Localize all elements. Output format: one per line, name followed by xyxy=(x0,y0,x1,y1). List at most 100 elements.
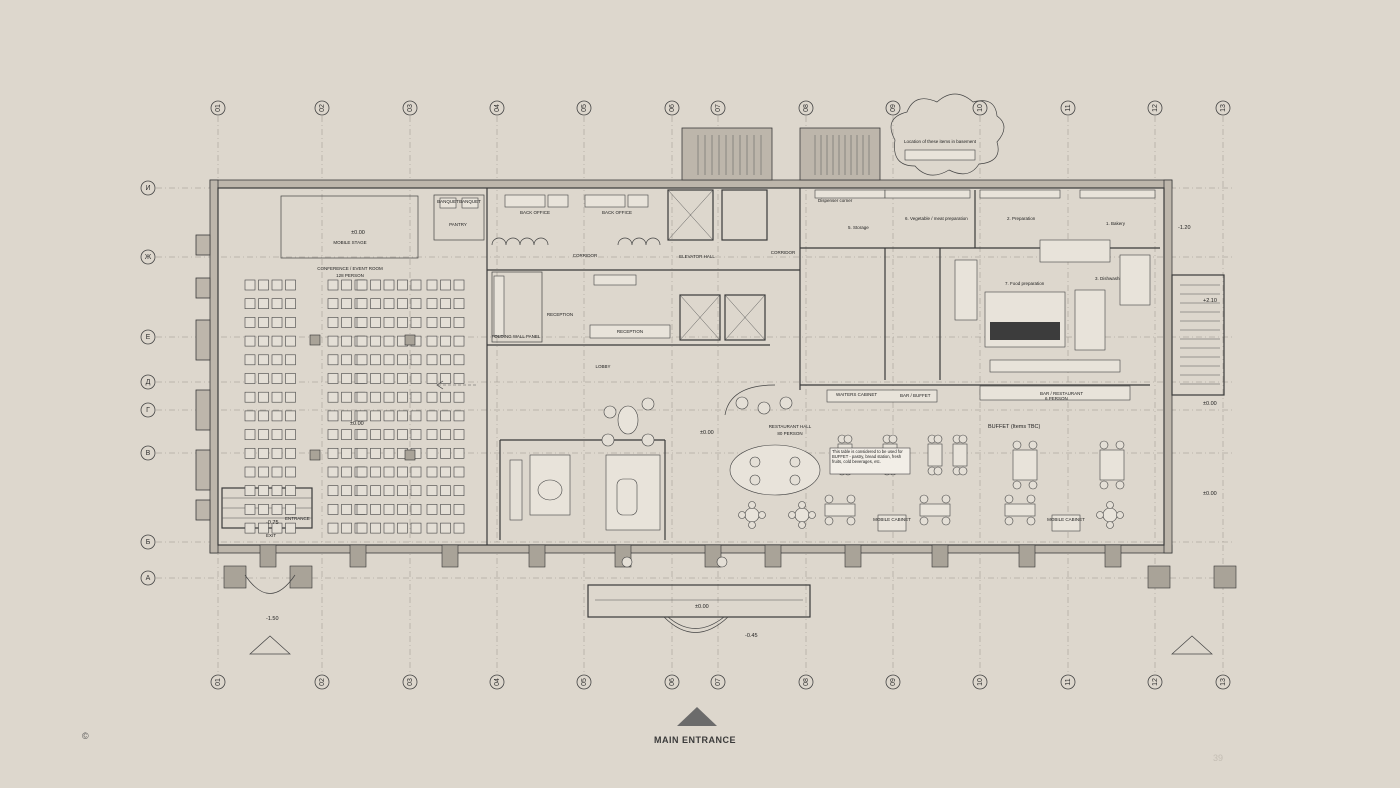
reception-room-label: RECEPTION xyxy=(547,312,573,317)
bar-persons: 6 PERSON xyxy=(1045,396,1068,401)
oval-table xyxy=(729,444,821,496)
grid-bubble-col: 10 xyxy=(972,674,988,690)
chair xyxy=(370,279,381,291)
grid-bubble-col: 09 xyxy=(885,100,901,116)
chair xyxy=(285,298,296,310)
back-office-label-1: BACK OFFICE xyxy=(520,210,550,215)
grid-bubble-col: 09 xyxy=(885,674,901,690)
chair xyxy=(244,485,256,497)
chair xyxy=(271,522,283,534)
back-office-label-2: BACK OFFICE xyxy=(602,210,632,215)
chair xyxy=(271,373,283,384)
chair xyxy=(258,335,269,347)
entrance-level: -0.75 xyxy=(266,520,279,526)
chair xyxy=(341,522,352,534)
reception-desk-label: RECEPTION xyxy=(617,329,643,334)
chair xyxy=(285,466,296,478)
main-entrance-arrow xyxy=(677,707,717,726)
chair xyxy=(285,317,296,328)
grid-bubble-col: 08 xyxy=(798,674,814,690)
chair xyxy=(341,335,352,347)
grid-col-label: 04 xyxy=(494,104,501,112)
waiters-cabinet-label: WAITERS CABINET xyxy=(836,392,877,397)
chair xyxy=(258,410,269,422)
chair xyxy=(356,335,368,347)
chair xyxy=(244,522,256,534)
chair xyxy=(370,354,381,366)
chair xyxy=(410,298,422,310)
level-marks: ±0.00 -0.75 ENTRANCE EXIT -1.50 ±0.00 -0… xyxy=(249,298,1217,655)
page-number: 39 xyxy=(1213,753,1224,763)
elevator-hall-label: ELEVATOR HALL xyxy=(679,254,715,259)
grid-bubble-col: 04 xyxy=(489,674,505,690)
chair xyxy=(244,354,256,366)
round-table xyxy=(1096,501,1124,529)
stair-treads xyxy=(697,135,1220,385)
grid-bubble-col: 08 xyxy=(798,100,814,116)
chair xyxy=(244,317,256,328)
chair xyxy=(440,391,451,403)
grid-bubble-row: Е xyxy=(140,329,156,345)
chair xyxy=(426,279,438,291)
grid-bubble-row: Б xyxy=(140,534,156,550)
grid-bubble-col: 06 xyxy=(664,674,680,690)
chair xyxy=(244,279,256,291)
main-entrance-label: MAIN ENTRANCE xyxy=(654,735,736,745)
chair xyxy=(327,391,339,403)
chair xyxy=(440,317,451,328)
chair xyxy=(410,391,422,403)
grid-col-label: 13 xyxy=(1220,104,1227,112)
chair xyxy=(397,429,408,440)
chair xyxy=(356,485,368,497)
chair xyxy=(440,298,451,310)
chair xyxy=(383,317,395,328)
chair xyxy=(383,485,395,497)
chair xyxy=(271,317,283,328)
chair xyxy=(327,410,339,422)
chair xyxy=(410,429,422,440)
grid-row-label: Г xyxy=(146,407,150,414)
chair xyxy=(285,373,296,384)
chair xyxy=(356,522,368,534)
conference-room-label: CONFERENCE / EVENT ROOM xyxy=(317,266,383,271)
chair xyxy=(410,522,422,534)
grid-col-label: 12 xyxy=(1152,104,1159,112)
grid-bubble-col: 13 xyxy=(1215,100,1231,116)
grid-bubble-row: Г xyxy=(140,402,156,418)
grid-col-label: 11 xyxy=(1065,104,1072,111)
chair xyxy=(440,504,451,515)
chair xyxy=(453,522,465,534)
chair xyxy=(453,279,465,291)
chair xyxy=(341,485,352,497)
chair xyxy=(356,391,368,403)
chair xyxy=(341,429,352,440)
restaurant-hall-label: RESTAURANT HALL xyxy=(769,424,812,429)
chair xyxy=(397,485,408,497)
main-steps-level: -0.45 xyxy=(745,633,758,639)
chair xyxy=(453,335,465,347)
chair xyxy=(440,410,451,422)
grid-col-label: 08 xyxy=(803,104,810,112)
chair xyxy=(244,335,256,347)
chair xyxy=(285,354,296,366)
round-table xyxy=(788,501,816,529)
dishwashing-label: 3. Dishwashing xyxy=(1095,276,1126,281)
column xyxy=(764,544,782,568)
basement-note: Location of these items in basement xyxy=(904,139,977,144)
chair xyxy=(426,335,438,347)
chair xyxy=(356,466,368,478)
chair xyxy=(271,429,283,440)
chair xyxy=(453,410,465,422)
chair xyxy=(327,447,339,459)
bar-buffet-label: BAR / BUFFET xyxy=(900,393,931,398)
chair xyxy=(410,485,422,497)
chair xyxy=(341,279,352,291)
dining-table xyxy=(1099,440,1125,490)
chair xyxy=(426,391,438,403)
chair xyxy=(453,429,465,440)
chair xyxy=(271,410,283,422)
grid-col-label: 11 xyxy=(1065,678,1072,685)
folding-wall-label: FOLDING WALL PANEL xyxy=(492,334,541,339)
grid-bubble-col: 07 xyxy=(710,100,726,116)
grid-bubble-col: 10 xyxy=(972,100,988,116)
